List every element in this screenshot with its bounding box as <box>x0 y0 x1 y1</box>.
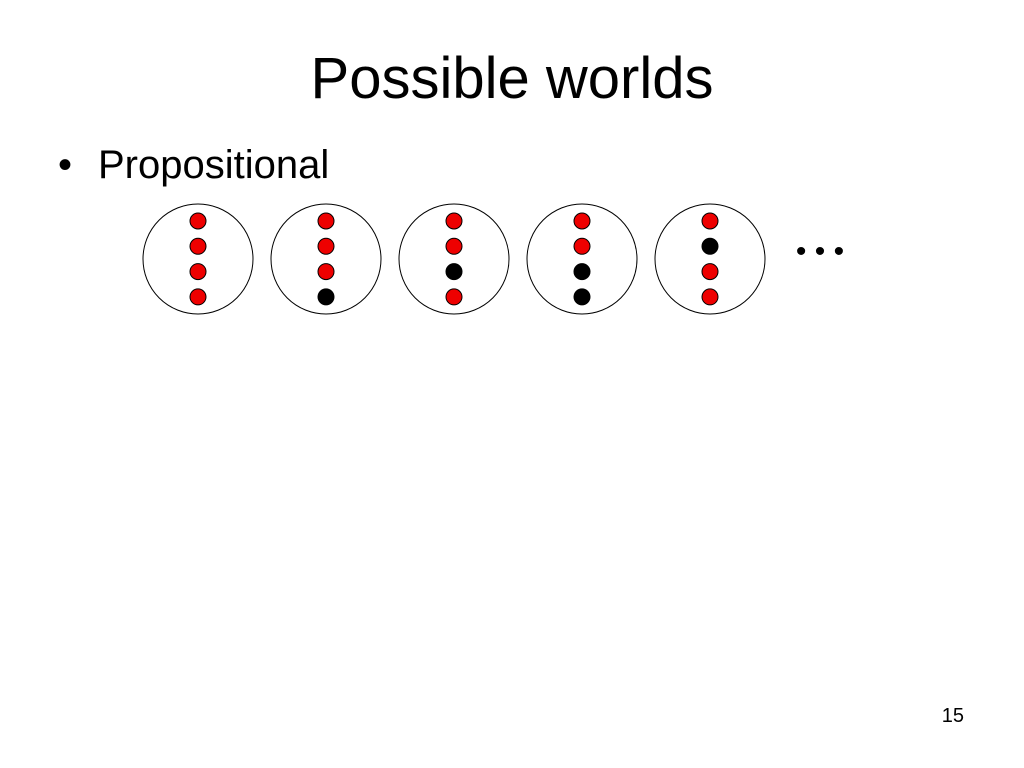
black-dot <box>445 263 463 281</box>
black-dot <box>701 237 719 255</box>
ellipsis: • • • <box>796 235 844 268</box>
red-dot <box>701 212 719 230</box>
red-dot <box>317 263 335 281</box>
world-4 <box>526 203 638 315</box>
world-circle <box>270 203 382 315</box>
world-5 <box>654 203 766 315</box>
bullet-item: • Propositional <box>58 142 329 188</box>
red-dot <box>189 237 207 255</box>
black-dot <box>573 288 591 306</box>
world-circle <box>142 203 254 315</box>
red-dot <box>445 212 463 230</box>
red-dot <box>573 237 591 255</box>
red-dot <box>189 288 207 306</box>
world-circle <box>654 203 766 315</box>
red-dot <box>445 237 463 255</box>
red-dot <box>701 288 719 306</box>
red-dot <box>317 237 335 255</box>
page-number: 15 <box>941 705 964 727</box>
red-dot <box>573 212 591 230</box>
world-3 <box>398 203 510 315</box>
slide-title: Possible worlds <box>310 46 714 111</box>
world-circle <box>398 203 510 315</box>
red-dot <box>189 263 207 281</box>
red-dot <box>317 212 335 230</box>
red-dot <box>189 212 207 230</box>
world-2 <box>270 203 382 315</box>
black-dot <box>317 288 335 306</box>
red-dot <box>445 288 463 306</box>
bullet-mark: • <box>58 143 73 187</box>
black-dot <box>573 263 591 281</box>
red-dot <box>701 263 719 281</box>
world-circle <box>526 203 638 315</box>
bullet-text: Propositional <box>98 143 330 187</box>
world-1 <box>142 203 254 315</box>
